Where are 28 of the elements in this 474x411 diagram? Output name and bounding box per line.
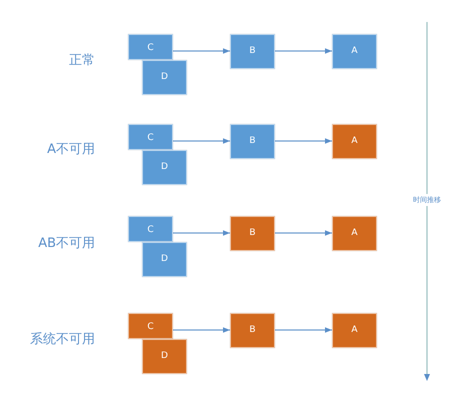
process-box: D bbox=[142, 242, 187, 277]
arrow bbox=[274, 230, 332, 236]
arrow bbox=[172, 230, 230, 236]
process-box: C bbox=[128, 124, 173, 150]
process-box: B bbox=[230, 34, 275, 69]
process-box: B bbox=[230, 124, 275, 159]
process-box: C bbox=[128, 34, 173, 60]
process-box: C bbox=[128, 216, 173, 242]
row-label: AB不可用 bbox=[38, 235, 95, 252]
process-box: D bbox=[142, 339, 187, 374]
arrow bbox=[172, 138, 230, 144]
process-box: B bbox=[230, 216, 275, 251]
row-label: 系统不可用 bbox=[30, 331, 95, 348]
process-box: A bbox=[332, 313, 377, 348]
process-box: A bbox=[332, 216, 377, 251]
process-box: D bbox=[142, 60, 187, 95]
process-box: C bbox=[128, 313, 173, 339]
arrow bbox=[172, 48, 230, 54]
process-box: D bbox=[142, 150, 187, 185]
arrow bbox=[274, 327, 332, 333]
process-box: A bbox=[332, 124, 377, 159]
process-box: B bbox=[230, 313, 275, 348]
arrow bbox=[274, 48, 332, 54]
arrow bbox=[172, 327, 230, 333]
arrow bbox=[274, 138, 332, 144]
row-label: 正常 bbox=[69, 52, 95, 69]
row-label: A不可用 bbox=[47, 141, 95, 158]
process-box: A bbox=[332, 34, 377, 69]
